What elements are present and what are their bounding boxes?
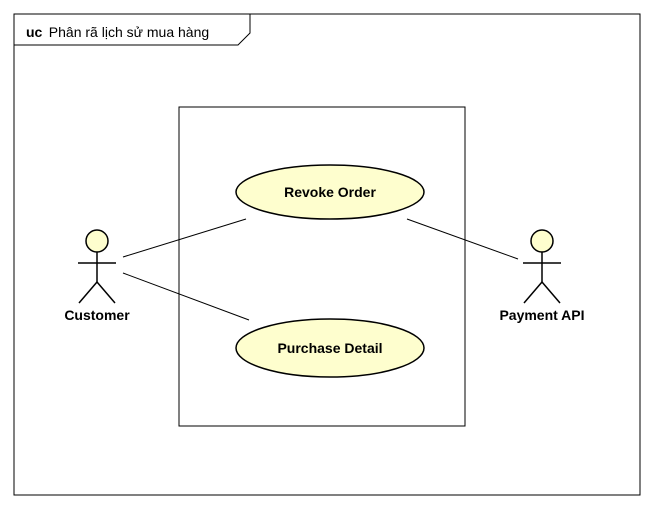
stick-figure-icon xyxy=(523,229,561,304)
actor-label: Customer xyxy=(64,307,130,323)
frame-keyword: uc xyxy=(26,24,43,40)
use-case-purchase-detail[interactable]: Purchase Detail xyxy=(235,318,425,378)
use-case-ellipse xyxy=(235,164,425,220)
actor-payment-api[interactable]: Payment API xyxy=(499,229,585,323)
use-case-label: Revoke Order xyxy=(284,184,376,200)
system-boundary xyxy=(178,106,466,427)
actor-customer[interactable]: Customer xyxy=(64,229,130,323)
frame-title: uc Phân rã lịch sử mua hàng xyxy=(26,24,209,41)
use-case-ellipse xyxy=(235,318,425,378)
association-revoke-order-payment-api xyxy=(406,218,519,260)
actor-label: Payment API xyxy=(499,307,584,323)
association-customer-purchase-detail xyxy=(122,272,250,321)
frame-title-tab xyxy=(14,14,251,46)
frame-name: Phân rã lịch sử mua hàng xyxy=(49,24,209,40)
use-case-label: Purchase Detail xyxy=(277,340,382,356)
stick-figure-icon xyxy=(78,229,116,304)
association-customer-revoke-order xyxy=(122,218,247,258)
use-case-revoke-order[interactable]: Revoke Order xyxy=(235,164,425,220)
